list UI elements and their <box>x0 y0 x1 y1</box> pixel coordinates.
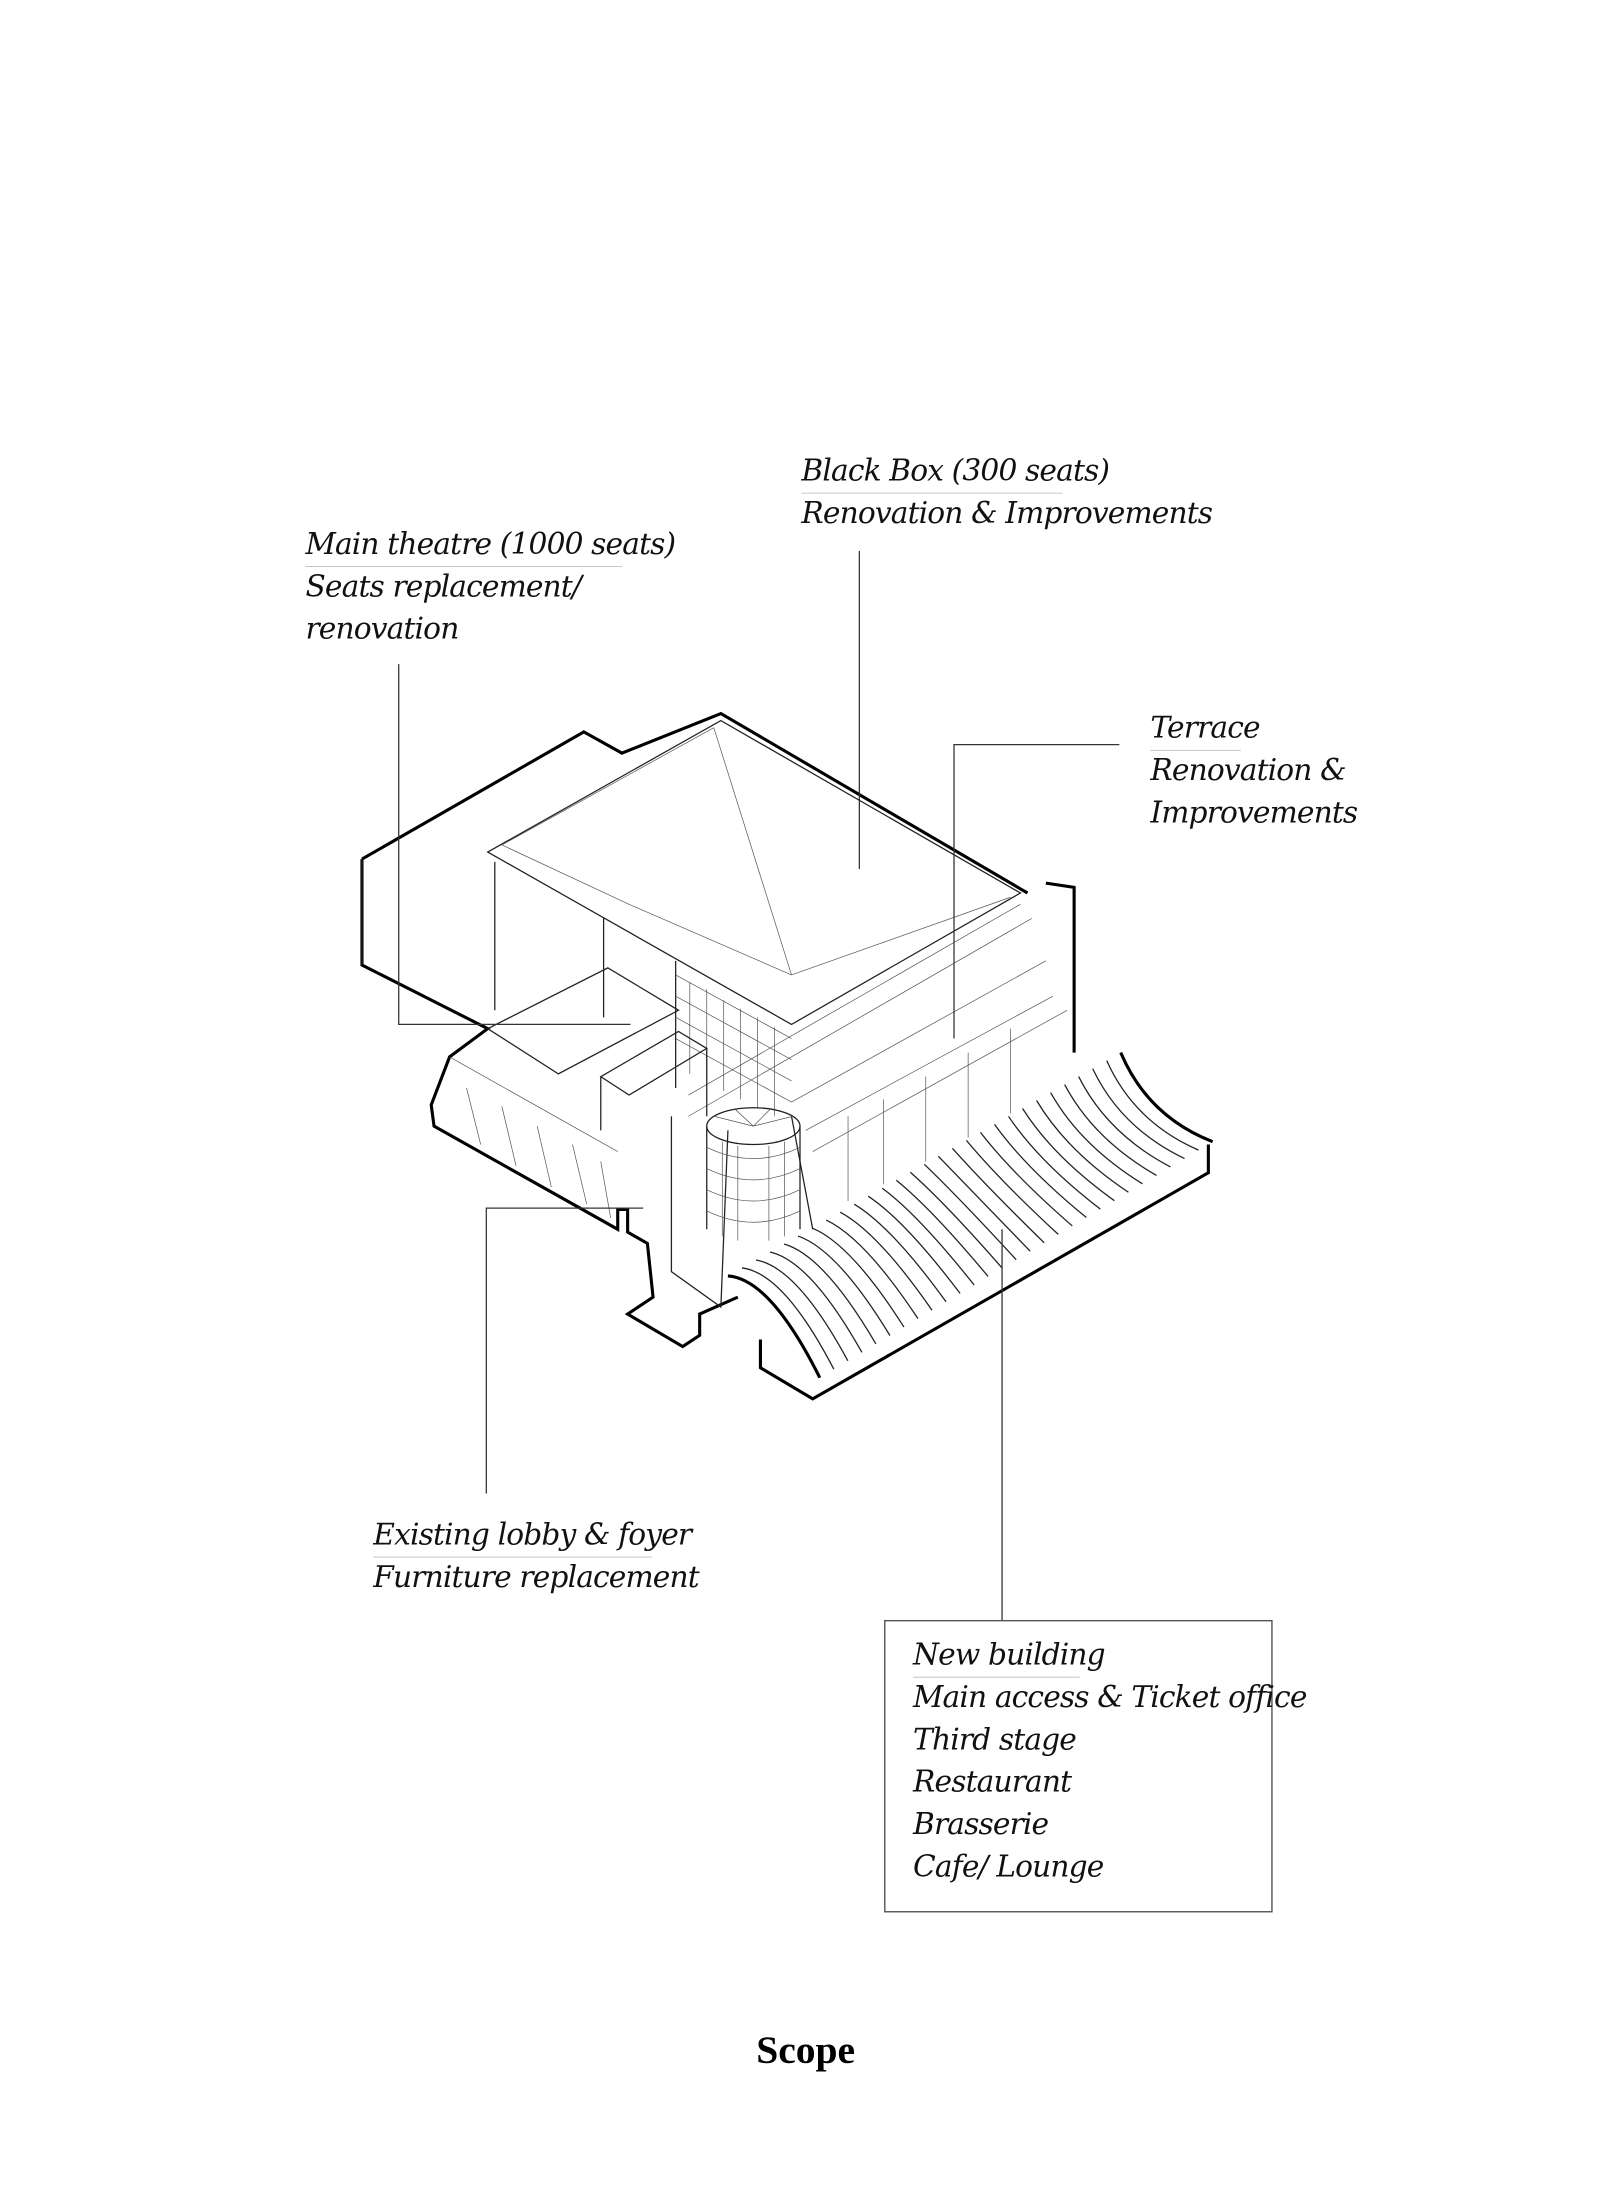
callout-line: renovation <box>305 611 458 646</box>
canopy-rib <box>741 1267 835 1370</box>
callout-line: Brasserie <box>912 1806 1049 1841</box>
callout-line: Renovation & Improvements <box>800 495 1212 530</box>
new-building-box <box>884 1619 1273 1913</box>
building-axonometric <box>360 711 1214 1401</box>
canopy-rib <box>1120 1052 1213 1143</box>
callout-line: Main theatre (1000 seats) <box>304 526 675 561</box>
canopy-rib <box>727 1275 821 1378</box>
canopy-rib <box>1007 1116 1101 1210</box>
callout-line: Furniture replacement <box>372 1559 699 1594</box>
callout-black-box: Black Box (300 seats) Renovation & Impro… <box>800 452 1213 530</box>
callout-main-theatre: Main theatre (1000 seats) Seats replacem… <box>304 526 676 646</box>
canopy-rib <box>853 1203 947 1303</box>
canopy-rib <box>839 1211 933 1311</box>
canopy-rib <box>951 1147 1045 1244</box>
canopy-rib <box>1078 1076 1171 1168</box>
callout-terrace: Terrace Renovation & Improvements <box>1149 710 1358 830</box>
glass-cylinder <box>706 1107 801 1241</box>
canopy-rib <box>1064 1084 1157 1176</box>
page-title: Scope <box>756 2028 855 2072</box>
canopy-rib <box>937 1155 1031 1252</box>
callout-line: Third stage <box>913 1721 1076 1756</box>
callout-line: Renovation & <box>1149 752 1345 787</box>
canopy-rib <box>1092 1068 1185 1160</box>
canopy-rib <box>1050 1092 1143 1185</box>
canopy-rib <box>1036 1100 1129 1193</box>
leader-terrace <box>953 744 1120 1039</box>
canopy-rib <box>811 1227 905 1328</box>
canopy-rib <box>769 1251 863 1353</box>
canopy-rib <box>1022 1108 1115 1202</box>
callout-line: Main access & Ticket office <box>912 1679 1307 1714</box>
canopy-rib <box>881 1187 975 1286</box>
canopy <box>727 1052 1213 1378</box>
canopy-rib <box>965 1139 1059 1235</box>
canopy-rib <box>909 1171 1003 1269</box>
canopy-rib <box>825 1219 919 1320</box>
callout-line: Cafe/ Lounge <box>913 1848 1104 1883</box>
callout-line: Restaurant <box>912 1764 1072 1799</box>
callout-line: Improvements <box>1149 794 1358 829</box>
canopy-rib <box>895 1179 989 1277</box>
leader-lines <box>398 551 1120 1621</box>
callout-line: Existing lobby & foyer <box>372 1516 694 1551</box>
callout-line: Terrace <box>1150 710 1260 745</box>
callout-new-building: New building Main access & Ticket office… <box>884 1619 1308 1913</box>
canopy-rib <box>867 1195 961 1294</box>
canopy-rib <box>1106 1060 1199 1151</box>
callout-line: Black Box (300 seats) <box>800 452 1109 487</box>
canopy-rib <box>979 1132 1073 1227</box>
callout-lobby: Existing lobby & foyer Furniture replace… <box>372 1516 700 1594</box>
canopy-rib <box>783 1243 877 1345</box>
canopy-rib <box>797 1235 891 1336</box>
canopy-rib <box>923 1163 1017 1261</box>
callout-line: Seats replacement/ <box>305 568 584 603</box>
canopy-rib <box>993 1124 1087 1219</box>
leader-main-theatre <box>398 664 631 1026</box>
canopy-rib <box>755 1259 849 1362</box>
callout-line: New building <box>912 1636 1105 1671</box>
leader-lobby <box>485 1207 644 1494</box>
